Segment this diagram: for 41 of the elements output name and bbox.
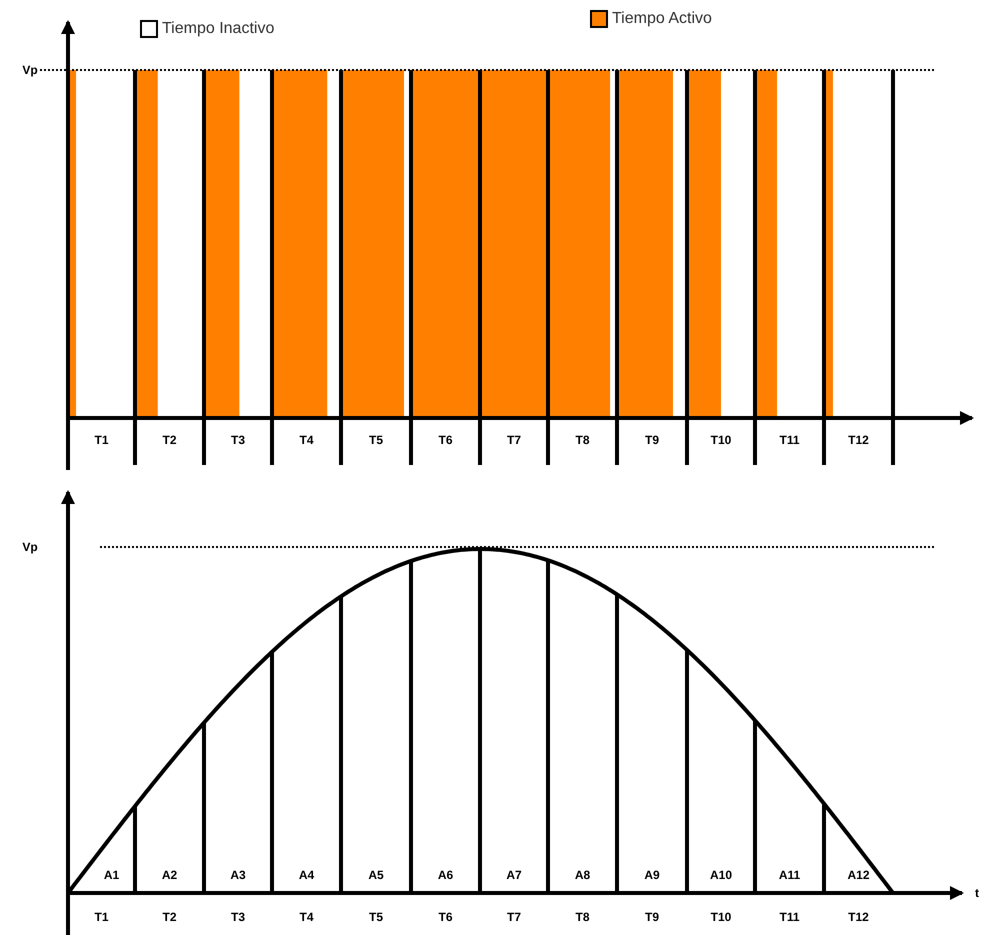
- period-label: T3: [231, 433, 245, 447]
- area-label: A11: [778, 868, 800, 882]
- area-label: A10: [710, 868, 732, 882]
- area-label: A8: [574, 868, 590, 882]
- area-label: A3: [230, 868, 246, 882]
- legend-label: Tiempo Activo: [612, 10, 712, 28]
- area-label: A12: [848, 868, 870, 882]
- period-label: T8: [576, 910, 590, 924]
- legend-label: Tiempo Inactivo: [162, 20, 274, 38]
- period-label: T5: [369, 910, 383, 924]
- period-label: T4: [300, 910, 314, 924]
- period-label: T1: [94, 910, 108, 924]
- axis-label: Vp: [22, 540, 38, 554]
- period-label: T5: [369, 433, 383, 447]
- area-label: A9: [644, 868, 660, 882]
- period-label: T11: [780, 910, 800, 924]
- period-label: T9: [645, 910, 659, 924]
- period-label: T6: [438, 433, 452, 447]
- period-label: T12: [848, 433, 869, 447]
- period-label: T1: [94, 433, 108, 447]
- period-label: T11: [780, 433, 800, 447]
- period-label: T10: [710, 433, 732, 447]
- period-label: T12: [848, 910, 869, 924]
- area-label: A2: [162, 868, 178, 882]
- period-label: T2: [162, 433, 176, 447]
- period-label: T7: [507, 433, 521, 447]
- axis-label: t: [975, 886, 979, 900]
- area-label: A7: [506, 868, 522, 882]
- period-label: T7: [507, 910, 521, 924]
- period-label: T6: [438, 910, 452, 924]
- period-label: T3: [231, 910, 245, 924]
- area-label: A4: [298, 868, 314, 882]
- axis-label: Vp: [22, 63, 38, 77]
- period-label: T8: [576, 433, 590, 447]
- area-label: A6: [438, 868, 454, 882]
- area-label: A5: [368, 868, 384, 882]
- period-label: T9: [645, 433, 659, 447]
- period-label: T4: [300, 433, 314, 447]
- area-label: A1: [104, 868, 120, 882]
- period-label: T10: [710, 910, 732, 924]
- period-label: T2: [162, 910, 176, 924]
